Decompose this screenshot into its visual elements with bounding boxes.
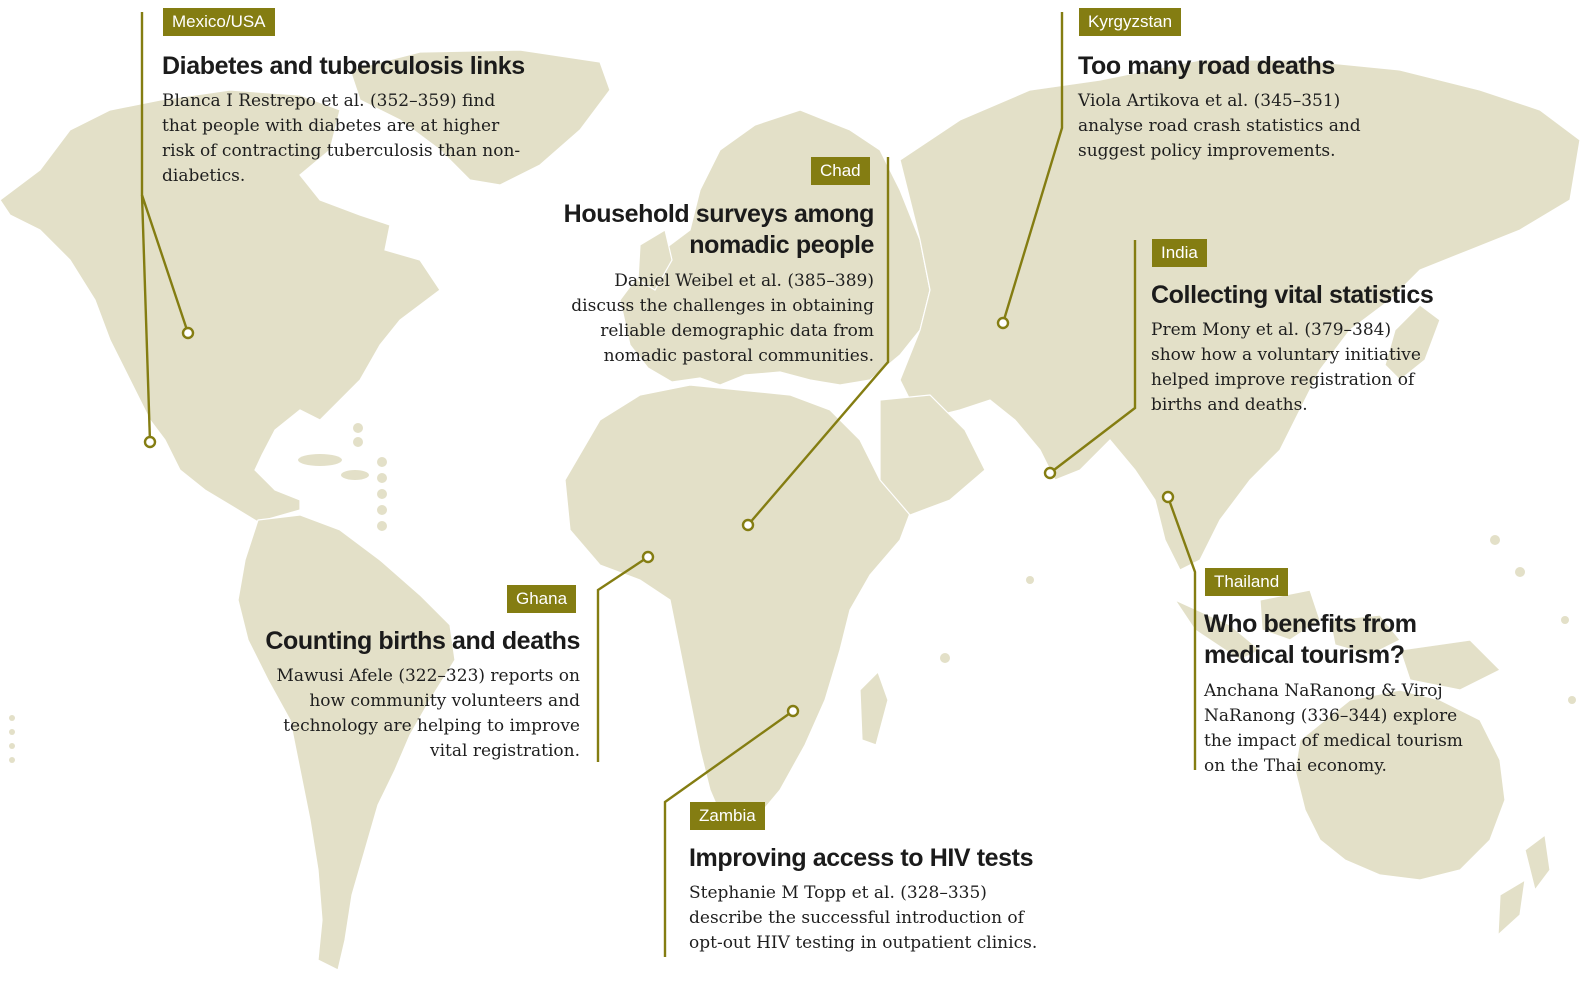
location-tag: Thailand	[1205, 568, 1289, 596]
location-tag: Ghana	[507, 585, 577, 613]
story-summary: Anchana NaRanong & Viroj NaRanong (336–3…	[1204, 681, 1463, 776]
story-headline: Household surveys among nomadic people	[563, 200, 875, 259]
story-headline: Improving access to HIV tests	[689, 844, 1034, 872]
africa	[564, 384, 916, 826]
story-headline: Too many road deaths	[1078, 52, 1335, 80]
location-tag: Kyrgyzstan	[1079, 8, 1182, 36]
location-tag: Mexico/USA	[163, 8, 275, 36]
story-summary: Viola Artikova et al. (345–351) analyse …	[1078, 91, 1361, 161]
story-summary: Blanca I Restrepo et al. (352–359) find …	[162, 91, 521, 186]
story-summary: Stephanie M Topp et al. (328–335) descri…	[689, 883, 1038, 953]
location-pins	[143, 316, 1175, 718]
australia	[1294, 689, 1506, 881]
leader-lines	[140, 12, 1197, 957]
location-tag: Chad	[811, 157, 870, 185]
south-america	[237, 514, 456, 971]
story-headline: Counting births and deaths	[265, 627, 580, 655]
north-america	[0, 89, 441, 523]
story-headline: Who benefits from medical tourism?	[1204, 610, 1417, 669]
story-headline: Collecting vital statistics	[1151, 281, 1434, 309]
asia	[899, 59, 1581, 571]
story-summary: Mawusi Afele (322–323) reports on how co…	[276, 666, 580, 761]
story-summary: Daniel Weibel et al. (385–389) discuss t…	[571, 271, 874, 366]
story-headline: Diabetes and tuberculosis links	[162, 52, 525, 80]
greenland	[349, 49, 611, 186]
location-tag: Zambia	[690, 802, 765, 830]
story-summary: Prem Mony et al. (379–384) show how a vo…	[1151, 320, 1421, 415]
location-tag: India	[1152, 239, 1207, 267]
